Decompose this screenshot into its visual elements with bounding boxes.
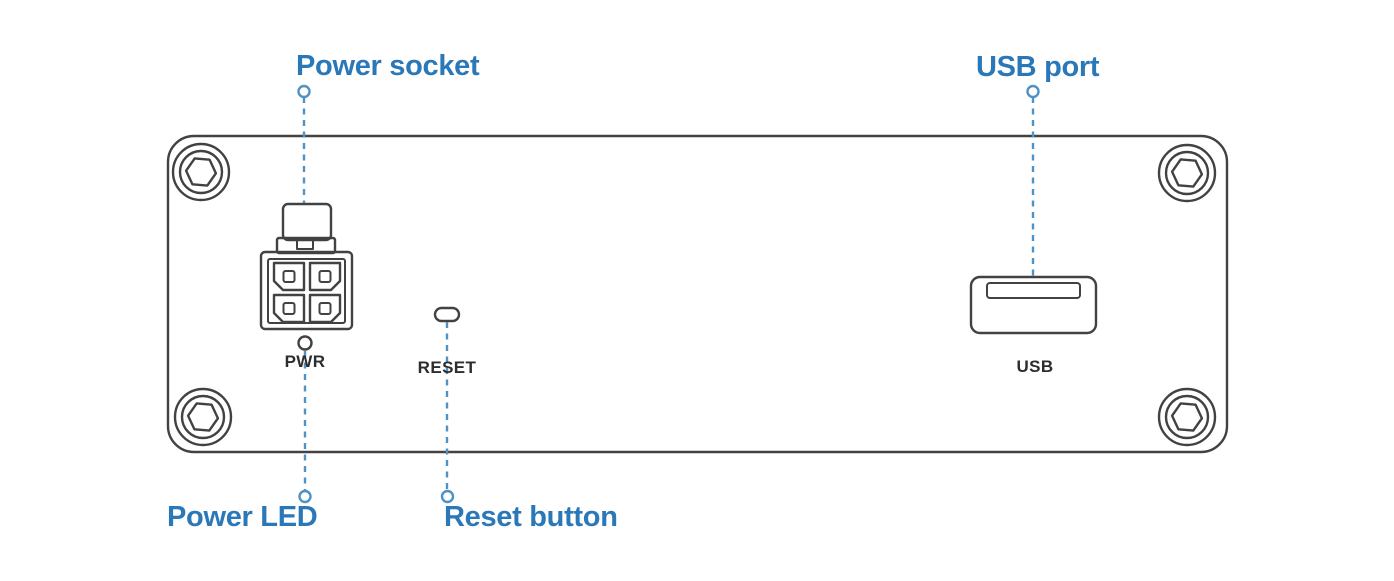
power-led-indicator-icon <box>297 335 313 351</box>
callout-label-usb-port: USB port <box>976 51 1100 83</box>
callout-dot-power-led <box>298 489 312 504</box>
port-label-pwr: PWR <box>284 352 326 371</box>
usb-port-icon <box>969 275 1098 335</box>
callout-dot-power-socket <box>297 84 311 99</box>
power-socket-connector-icon <box>259 202 354 331</box>
callout-dot-usb-port <box>1026 84 1040 99</box>
port-label-usb: USB <box>1016 357 1054 376</box>
port-label-reset: RESET <box>417 358 477 377</box>
corner-screw-top-left-icon <box>171 142 231 202</box>
device-outline <box>166 134 1229 454</box>
callout-label-power-socket: Power socket <box>296 50 480 82</box>
reset-pinhole-icon <box>433 306 461 323</box>
callout-label-reset-button: Reset button <box>444 501 618 533</box>
corner-screw-bottom-left-icon <box>173 387 233 447</box>
corner-screw-top-right-icon <box>1157 143 1217 203</box>
corner-screw-bottom-right-icon <box>1157 387 1217 447</box>
callout-label-power-led: Power LED <box>167 501 318 533</box>
callout-dot-reset-button <box>440 489 455 504</box>
